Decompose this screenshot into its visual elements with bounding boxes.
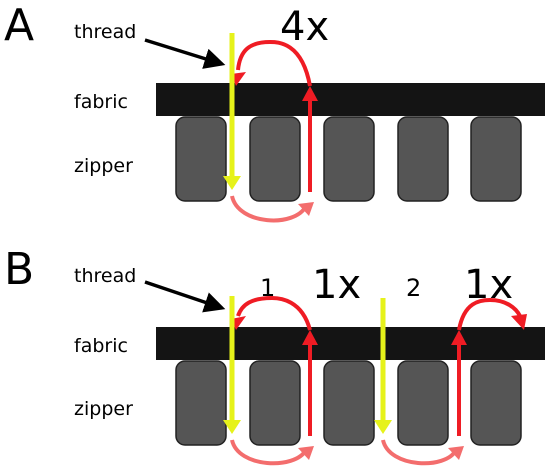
- panel-b-thread-label: thread: [74, 265, 136, 287]
- zipper-tooth: [470, 116, 522, 202]
- zipper-tooth: [397, 360, 449, 446]
- zipper-tooth: [397, 116, 449, 202]
- panel-b-stitch-2-top-arrowhead: [511, 314, 527, 330]
- panel-b-stitch-2-bottom-arrowhead: [448, 446, 464, 460]
- panel-b-stitch-1-yellow-arrowhead: [223, 420, 241, 434]
- panel-a: A thread fabric zipper 4x: [4, 0, 545, 223]
- panel-b-stitch-1-red-up-arrowhead: [302, 330, 318, 345]
- panel-b-stitch-2-bottom-loop: [381, 439, 458, 466]
- panel-a-zipper-teeth: [175, 116, 522, 202]
- panel-b-letter: B: [4, 244, 34, 295]
- panel-a-count: 4x: [280, 4, 329, 50]
- panel-a-red-up-arrowhead: [302, 86, 318, 101]
- panel-b-fabric-label: fabric: [74, 335, 128, 357]
- panel-a-yellow-arrowhead: [223, 176, 241, 190]
- zipper-tooth: [175, 116, 227, 202]
- panel-b-step-1: 1: [260, 274, 275, 302]
- panel-a-fabric-label: fabric: [74, 91, 128, 113]
- panel-b-zipper-label: zipper: [74, 398, 133, 420]
- panel-a-top-loop-arrowhead: [231, 72, 246, 86]
- panel-b: B thread fabric zipper 1 1x 2 1x: [4, 244, 545, 466]
- panel-a-thread-label: thread: [74, 21, 136, 43]
- panel-b-stitch-1-top-loop: [236, 295, 312, 331]
- zipper-tooth: [323, 360, 375, 446]
- zipper-tooth: [175, 360, 227, 446]
- panel-a-bottom-loop: [230, 195, 308, 223]
- panel-a-bottom-loop-arrowhead: [298, 202, 314, 216]
- panel-b-pointer-arrow: [144, 280, 226, 313]
- panel-b-stitch-1-bottom-arrowhead: [298, 446, 314, 460]
- panel-a-pointer-arrow: [144, 38, 226, 69]
- panel-a-top-loop: [236, 39, 312, 87]
- panel-b-count-1: 1x: [312, 262, 361, 308]
- panel-b-step-2: 2: [406, 274, 421, 302]
- panel-b-stitch-1-bottom-loop: [230, 439, 308, 466]
- panel-b-stitch-1-top-arrowhead: [231, 316, 246, 330]
- zipper-tooth: [249, 360, 301, 446]
- panel-b-stitch-2-top-loop: [457, 297, 522, 331]
- panel-a-fabric-strip: [156, 83, 545, 116]
- zipper-tooth: [249, 116, 301, 202]
- panel-a-zipper-label: zipper: [74, 155, 133, 177]
- panel-a-letter: A: [4, 0, 34, 51]
- panel-b-stitch-2-red-up-arrowhead: [451, 330, 467, 345]
- panel-b-zipper-teeth: [175, 360, 522, 446]
- zipper-tooth: [470, 360, 522, 446]
- zipper-tooth: [323, 116, 375, 202]
- panel-b-fabric-strip: [156, 327, 545, 360]
- panel-b-stitch-2-yellow-arrowhead: [374, 420, 392, 434]
